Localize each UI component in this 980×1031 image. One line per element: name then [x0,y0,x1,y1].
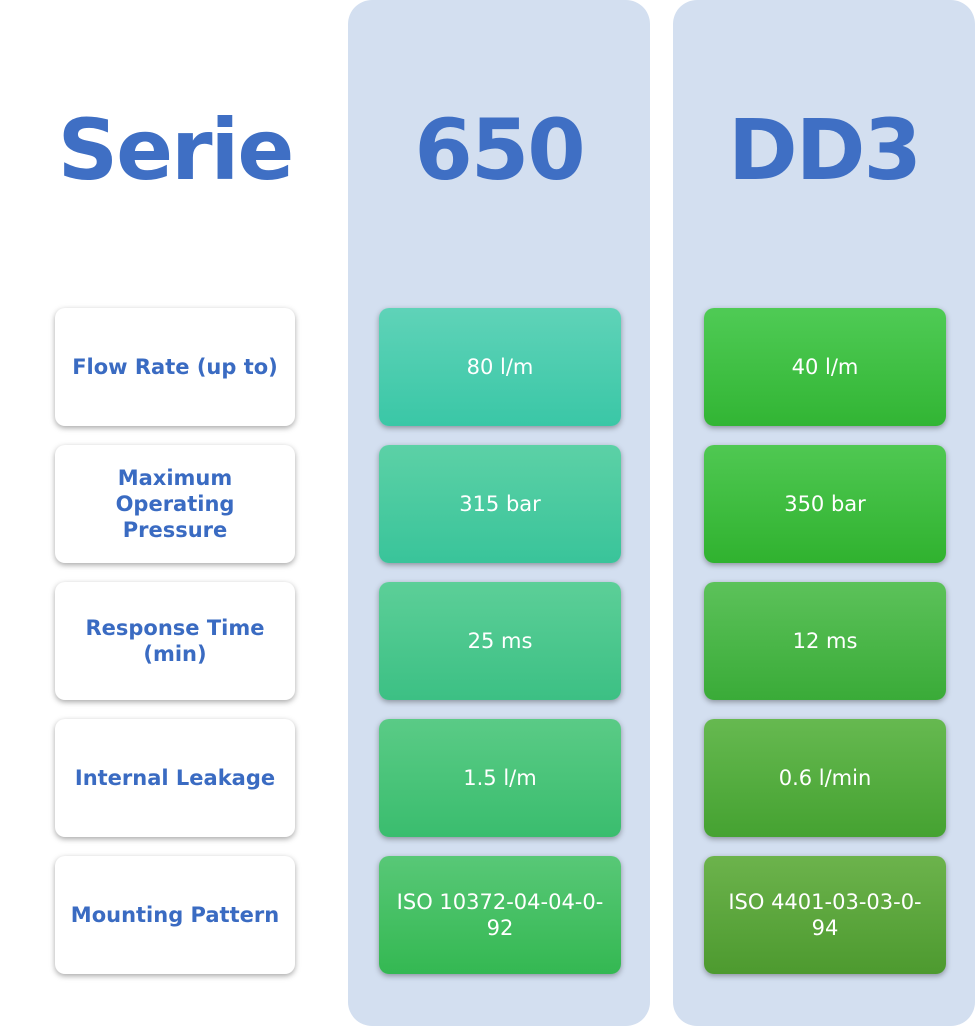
column-650-heading: 650 [414,101,585,199]
cell-650-max-pressure: 315 bar [379,445,621,563]
row-label-mounting-pattern: Mounting Pattern [55,856,295,974]
row-label-flow-rate: Flow Rate (up to) [55,308,295,426]
cell-dd3-mounting-pattern: ISO 4401-03-03-0-94 [704,856,946,974]
cell-650-internal-leakage: 1.5 l/m [379,719,621,837]
cell-650-mounting-pattern: ISO 10372-04-04-0-92 [379,856,621,974]
column-dd3-heading: DD3 [728,101,922,199]
cell-dd3-response-time: 12 ms [704,582,946,700]
serie-heading: Serie [57,101,295,199]
cell-dd3-flow-rate: 40 l/m [704,308,946,426]
cell-650-flow-rate: 80 l/m [379,308,621,426]
cell-650-response-time: 25 ms [379,582,621,700]
row-label-response-time: Response Time (min) [55,582,295,700]
row-label-internal-leakage: Internal Leakage [55,719,295,837]
cell-dd3-max-pressure: 350 bar [704,445,946,563]
cell-dd3-internal-leakage: 0.6 l/min [704,719,946,837]
row-label-max-pressure: Maximum Operating Pressure [55,445,295,563]
